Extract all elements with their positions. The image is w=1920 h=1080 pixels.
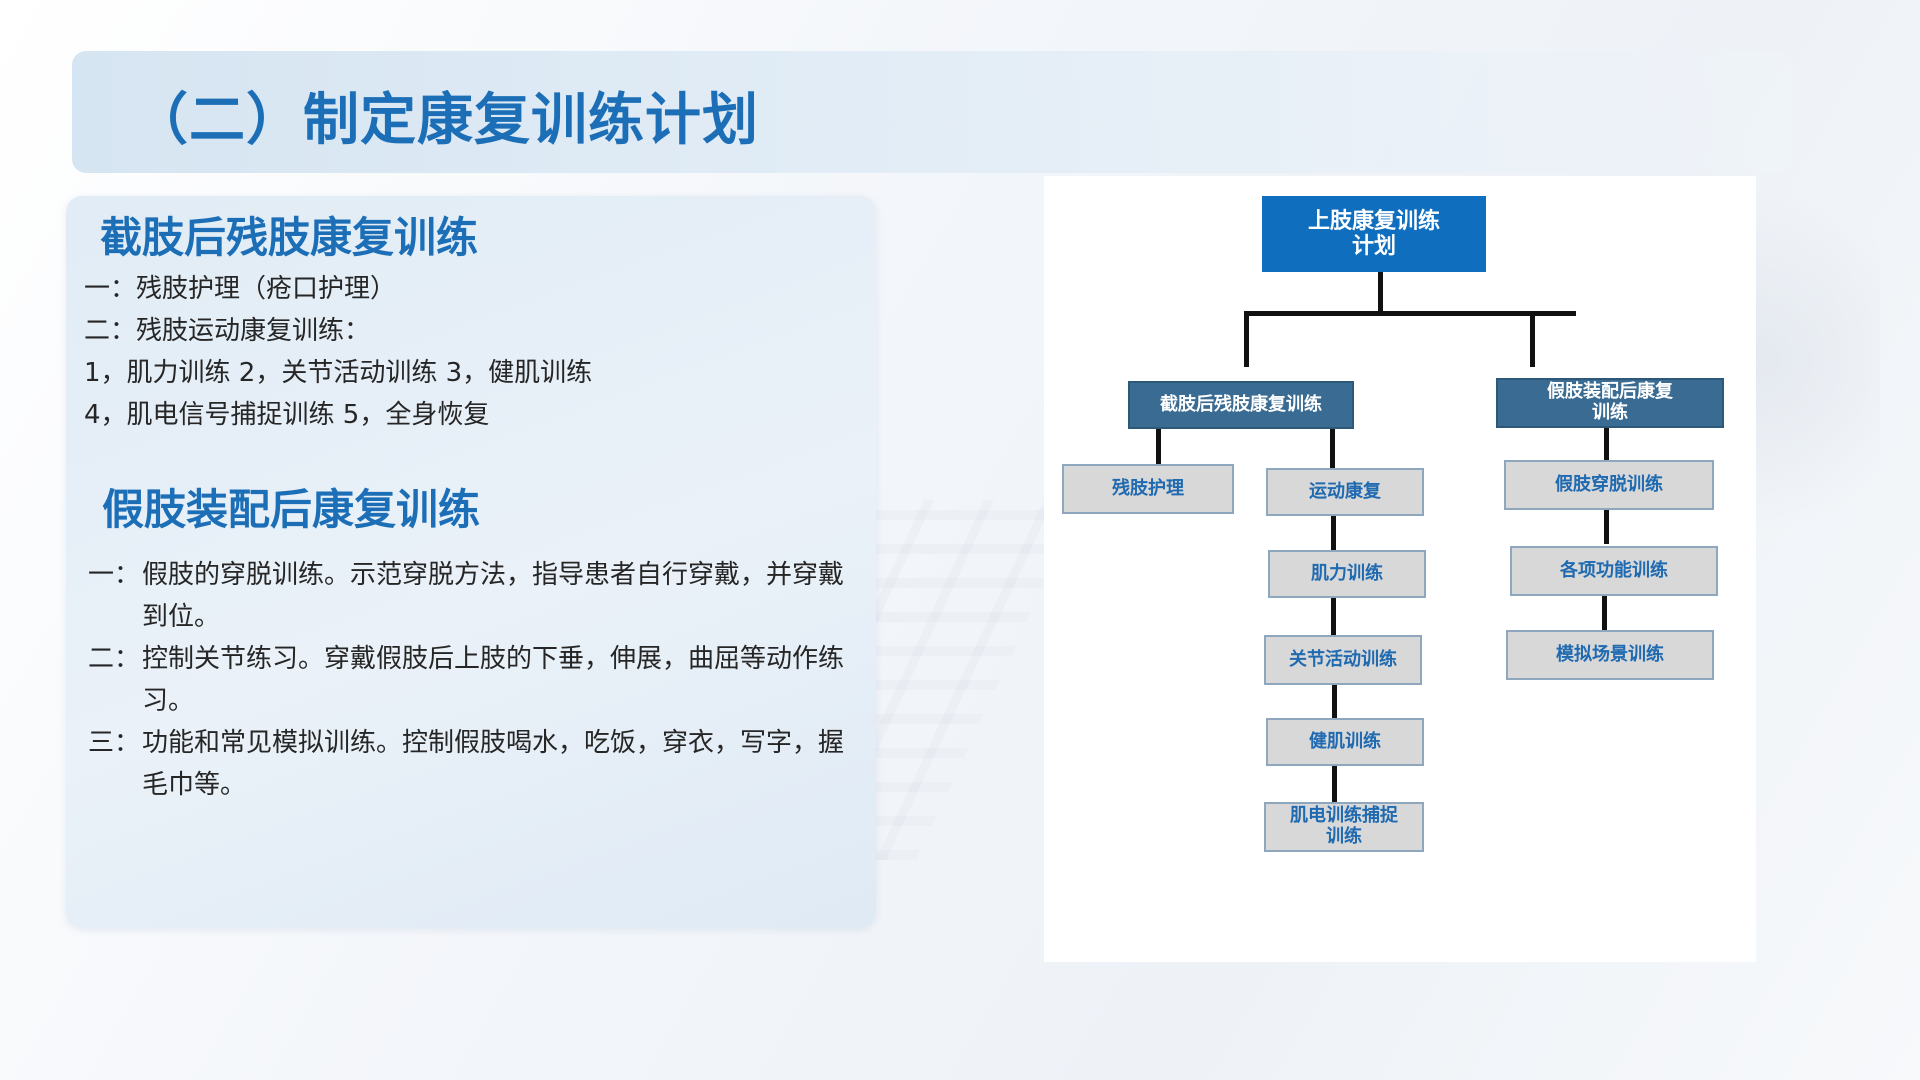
- connector-line: [1332, 684, 1337, 718]
- diagram-node-scenario-training: 模拟场景训练: [1506, 630, 1714, 680]
- connector-line: [1378, 272, 1383, 314]
- connector-line: [1331, 514, 1336, 550]
- diagram-node-donning-training: 假肢穿脱训练: [1504, 460, 1714, 510]
- diagram-node-joint-training: 关节活动训练: [1264, 635, 1422, 685]
- left-text-panel: 截肢后残肢康复训练 一：残肢护理（疮口护理） 二：残肢运动康复训练： 1，肌力训…: [66, 196, 876, 928]
- section2-heading: 假肢装配后康复训练: [102, 485, 481, 534]
- title-bar: （二）制定康复训练计划: [72, 51, 1792, 173]
- diagram-node-motion-rehab: 运动康复: [1266, 468, 1424, 516]
- connector-line: [1602, 596, 1607, 630]
- connector-line: [1244, 311, 1576, 316]
- item-text: 假肢的穿脱训练。示范穿脱方法，指导患者自行穿戴，并穿戴到位。: [142, 560, 845, 632]
- diagram-node-muscle-training: 肌力训练: [1268, 550, 1426, 598]
- connector-line: [1156, 428, 1161, 464]
- page-title: （二）制定康复训练计划: [132, 88, 759, 153]
- connector-line: [1331, 597, 1336, 635]
- connector-line: [1530, 311, 1535, 367]
- connector-line: [1604, 508, 1609, 544]
- diagram-branch-left: 截肢后残肢康复训练: [1128, 381, 1354, 429]
- section1-line: 1，肌力训练 2，关节活动训练 3，健肌训练: [84, 358, 593, 388]
- section1-line: 二：残肢运动康复训练：: [84, 316, 371, 346]
- item-number: 二：: [88, 644, 141, 674]
- diagram-node-strength-training: 健肌训练: [1266, 718, 1424, 766]
- section2-item: 三： 功能和常见模拟训练。控制假肢喝水，吃饭，穿衣，写字，握毛巾等。: [88, 722, 848, 806]
- diagram-node-stump-care: 残肢护理: [1062, 464, 1234, 514]
- item-number: 三：: [88, 728, 141, 758]
- diagram-node-emg-training: 肌电训练捕捉 训练: [1264, 802, 1424, 852]
- section1-line: 4，肌电信号捕捉训练 5，全身恢复: [84, 400, 490, 430]
- item-text: 控制关节练习。穿戴假肢后上肢的下垂，伸展，曲屈等动作练习。: [142, 644, 845, 716]
- section2-item: 一： 假肢的穿脱训练。示范穿脱方法，指导患者自行穿戴，并穿戴到位。: [88, 554, 848, 638]
- diagram-root-node: 上肢康复训练 计划: [1262, 196, 1486, 272]
- connector-line: [1244, 311, 1249, 367]
- section2-item: 二： 控制关节练习。穿戴假肢后上肢的下垂，伸展，曲屈等动作练习。: [88, 638, 848, 722]
- connector-line: [1332, 766, 1337, 802]
- connector-line: [1330, 428, 1335, 468]
- connector-line: [1604, 428, 1609, 462]
- diagram-node-function-training: 各项功能训练: [1510, 546, 1718, 596]
- diagram-branch-right: 假肢装配后康复 训练: [1496, 378, 1724, 428]
- item-number: 一：: [88, 560, 141, 590]
- training-plan-diagram: 上肢康复训练 计划 截肢后残肢康复训练 假肢装配后康复 训练 残肢护理 运动康复…: [1044, 176, 1756, 962]
- item-text: 功能和常见模拟训练。控制假肢喝水，吃饭，穿衣，写字，握毛巾等。: [142, 728, 845, 800]
- section1-line: 一：残肢护理（疮口护理）: [84, 274, 397, 304]
- section1-heading: 截肢后残肢康复训练: [100, 213, 479, 262]
